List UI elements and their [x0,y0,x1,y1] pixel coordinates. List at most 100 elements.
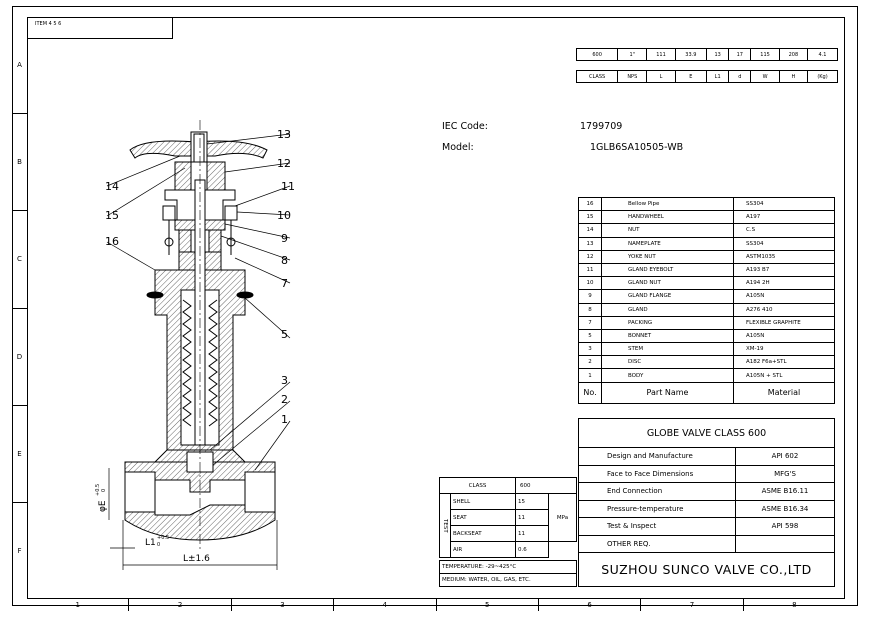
drawing-border-outer [12,6,858,606]
part-name: GLAND EYEBOLT [601,262,734,278]
company-name: SUZHOU SUNCO VALVE CO.,LTD [578,553,835,587]
dim-face-to-face: L±1.6 [183,554,210,564]
spec-label: Pressure-temperature [578,499,736,518]
zone-row-e: E [12,404,27,502]
model-value: 1GLB6SA10505-WB [590,142,684,153]
part-number: 10 [578,276,602,291]
test-row-value: 11 [515,509,549,526]
test-vertical-label: TEST [439,493,451,558]
dim-header: W [750,70,780,83]
spec-label: OTHER REQ. [578,534,736,553]
part-number: 9 [578,289,602,304]
part-number: 3 [578,342,602,357]
handwheel-nut-shape [190,131,208,163]
zone-row-a: A [17,61,22,70]
part-name: BODY [601,368,734,383]
zone-row-labels: A B C D E F [12,17,27,599]
part-number: 14 [578,223,602,238]
part-material: FLEXIBLE GRAPHITE [733,315,835,330]
dimension-headers-row: CLASS NPS L E L1 d W H (Kg) [575,70,838,83]
part-number: 16 [578,196,602,212]
dim-header: L [646,70,676,83]
medium-note: MEDIUM: WATER, OIL, GAS, ETC. [439,573,577,587]
part-material: A105N [733,289,835,304]
test-class-value: 600 [515,477,577,494]
dim-value: 600 [575,48,619,61]
dim-header: E [674,70,708,83]
part-number: 5 [578,328,602,344]
spec-value: MFG'S [735,464,835,483]
part-name: DISC [601,355,734,370]
test-pressure-table: CLASS 600 TEST SHELL 15 MPa SEAT 11 BACK… [439,477,577,558]
spec-label: Design and Manufacture [578,447,736,466]
spec-label: Test & Inspect [578,517,736,536]
part-name: Bellow Pipe [601,196,734,212]
dim-value: 208 [778,48,809,61]
part-name: GLAND FLANGE [601,289,734,304]
balloon-9: 9 [281,232,288,245]
dim-header: d [728,70,752,83]
part-number: 13 [578,236,602,251]
zone-col-3: 3 [230,599,333,611]
packing-shape [178,229,192,253]
part-material: A194 2H [733,276,835,291]
part-number: 11 [578,262,602,278]
part-material: A193 B7 [733,262,835,278]
dim-header: NPS [617,70,648,83]
balloon-1: 1 [281,413,288,426]
spec-label: End Connection [578,482,736,501]
balloon-10: 10 [277,209,291,222]
dim-header: (Kg) [807,70,838,83]
test-row-value: 0.6 [515,541,549,558]
part-number: 7 [578,315,602,330]
iec-code-value: 1799709 [580,121,623,132]
bellows-shape [182,299,192,427]
spec-value: ASME B16.11 [735,482,835,501]
test-class-label: CLASS [439,477,516,494]
part-number: 12 [578,249,602,264]
part-name: YOKE NUT [601,249,734,264]
part-material: XM-19 [733,342,835,357]
part-material: A182 F6a+STL [733,355,835,370]
dimension-values-row: 600 1" 111 33.9 13 17 115 208 4.1 [575,48,838,61]
zone-col-2: 2 [128,599,230,611]
part-number: 2 [578,355,602,370]
dimension-table: 600 1" 111 33.9 13 17 115 208 4.1 CLASS … [575,48,838,83]
dim-socket-depth-lower: 0 [157,542,160,548]
zone-col-5: 5 [435,599,538,611]
dim-header: H [778,70,809,83]
dim-value: 1" [617,48,648,61]
spec-title: GLOBE VALVE CLASS 600 [578,418,835,448]
balloon-5: 5 [281,328,288,341]
parts-header-no: No. [578,381,602,404]
parts-header-name: Part Name [601,381,734,404]
zone-col-1: 1 [75,601,80,609]
part-material: C.S [733,223,835,238]
part-material: SS304 [733,236,835,251]
test-row-label: SHELL [450,493,516,510]
part-material: A197 [733,210,835,225]
balloon-13: 13 [277,128,291,141]
dim-value: 33.9 [674,48,708,61]
zone-col-8: 8 [742,599,845,611]
test-row-label: SEAT [450,509,516,526]
part-material: A105N + STL [733,368,835,383]
part-name: PACKING [601,315,734,330]
part-number: 1 [578,368,602,383]
balloon-8: 8 [281,254,288,267]
dim-header: L1 [706,70,730,83]
